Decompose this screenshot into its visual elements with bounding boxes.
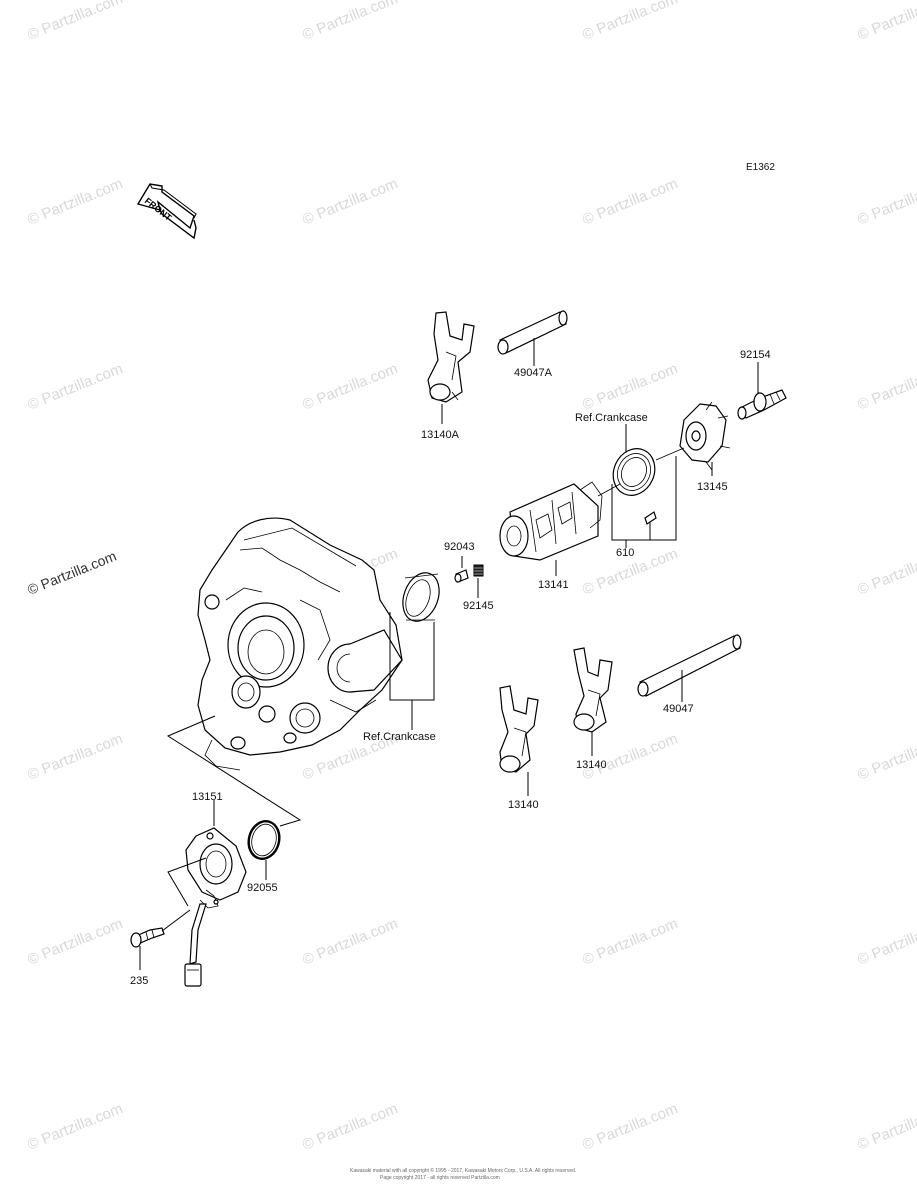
part-label-13151: 13151: [192, 791, 223, 803]
part-label-13141: 13141: [538, 579, 569, 591]
bolt-92154: [737, 389, 787, 420]
watermark: © Partzilla.com: [855, 915, 917, 969]
watermark: © Partzilla.com: [855, 1100, 917, 1154]
pin-610: [644, 511, 657, 525]
watermark: © Partzilla.com: [25, 915, 125, 969]
watermark: © Partzilla.com: [300, 1100, 400, 1154]
shift-drum-cam-13145: [679, 401, 731, 471]
front-arrow-icon: FRONT: [136, 183, 197, 240]
watermark: © Partzilla.com: [580, 730, 680, 784]
watermark: © Partzilla.com: [855, 360, 917, 414]
part-label-92145: 92145: [463, 600, 494, 612]
footer-copyright-2: Page copyright 2017 - all rights reserve…: [380, 1175, 500, 1181]
watermark: © Partzilla.com: [25, 730, 125, 784]
watermark: © Partzilla.com: [855, 545, 917, 599]
part-label-ref-crankcase-top: Ref.Crankcase: [575, 412, 648, 424]
part-label-13140-right: 13140: [576, 759, 607, 771]
watermark: © Partzilla.com: [300, 915, 400, 969]
spring-92145: [473, 564, 484, 577]
watermark: © Partzilla.com: [855, 730, 917, 784]
bearing-ring: [402, 572, 440, 622]
diagram-code: E1362: [746, 162, 775, 173]
crankcase-bearing: [612, 448, 656, 496]
leader-line: [167, 857, 207, 907]
shift-drum-13141: [499, 481, 603, 561]
part-label-49047A: 49047A: [514, 367, 553, 379]
part-label-92154: 92154: [740, 349, 771, 361]
watermark: © Partzilla.com: [25, 548, 118, 598]
neutral-switch-13151: [184, 827, 247, 987]
part-label-13140A: 13140A: [421, 429, 460, 441]
watermark: © Partzilla.com: [855, 0, 917, 44]
watermark: © Partzilla.com: [580, 0, 680, 44]
watermark: © Partzilla.com: [25, 1100, 125, 1154]
part-label-ref-crankcase-bottom: Ref.Crankcase: [363, 731, 436, 743]
shift-fork-13140-right: [573, 647, 613, 733]
o-ring-92055: [247, 820, 281, 860]
watermark: © Partzilla.com: [300, 360, 400, 414]
part-label-92043: 92043: [444, 541, 475, 553]
leader-line: [611, 456, 677, 541]
watermark: © Partzilla.com: [25, 0, 125, 44]
part-label-13145: 13145: [697, 481, 728, 493]
leader-line: [597, 447, 685, 497]
watermark: © Partzilla.com: [25, 175, 125, 229]
shift-fork-13140A: [427, 311, 475, 403]
leader-line: [161, 909, 191, 932]
part-label-13140-left: 13140: [508, 799, 539, 811]
shift-rod-49047A: [497, 310, 568, 355]
watermark: © Partzilla.com: [580, 1100, 680, 1154]
watermark: © Partzilla.com: [855, 175, 917, 229]
footer-copyright: Kawasaki material with all copyright © 1…: [350, 1167, 576, 1174]
watermark: © Partzilla.com: [580, 915, 680, 969]
watermark: © Partzilla.com: [580, 175, 680, 229]
pin-92043: [454, 569, 469, 583]
watermark: © Partzilla.com: [580, 360, 680, 414]
part-label-235: 235: [130, 975, 148, 987]
bolt-235: [130, 927, 165, 948]
watermark: © Partzilla.com: [300, 0, 400, 44]
shift-rod-49047: [637, 634, 742, 697]
watermark: © Partzilla.com: [25, 360, 125, 414]
watermark-layer: © Partzilla.com © Partzilla.com © Partzi…: [25, 0, 917, 1154]
crankcase-housing: [197, 517, 403, 771]
leader-line: [166, 715, 302, 827]
part-label-92055: 92055: [247, 882, 278, 894]
watermark: © Partzilla.com: [300, 175, 400, 229]
shift-fork-13140-left: [499, 685, 539, 773]
part-label-49047: 49047: [663, 703, 694, 715]
part-label-610: 610: [616, 547, 634, 559]
